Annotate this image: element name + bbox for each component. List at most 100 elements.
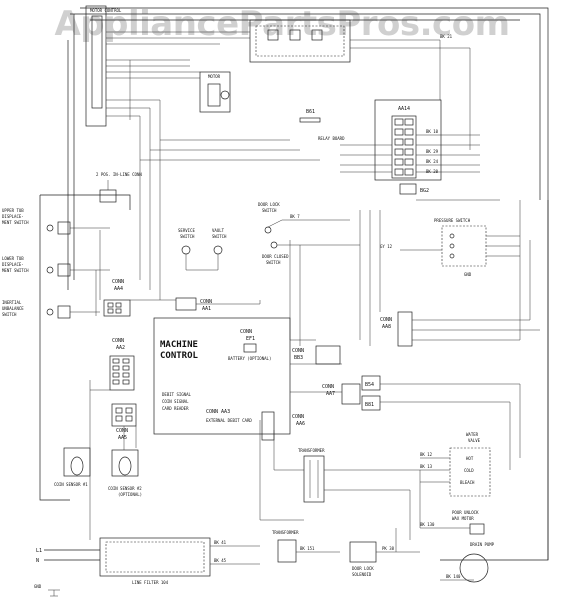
conn-aa6-label: CONN — [292, 414, 304, 420]
svg-text:CONTROL: CONTROL — [160, 351, 199, 361]
wire-tag-bk24: BK 24 — [426, 159, 439, 164]
conn-aa4-label: CONN — [112, 279, 124, 285]
motor-control-board: MOTOR CONTROL — [85, 5, 320, 161]
b61-component: B61 — [299, 109, 321, 123]
svg-text:DISPLACE-: DISPLACE- — [2, 262, 24, 267]
svg-text:GND: GND — [464, 272, 472, 277]
svg-text:VALVE: VALVE — [468, 438, 481, 443]
svg-text:UNBALANCE: UNBALANCE — [2, 306, 24, 311]
machine-control-board: MACHINE CONTROL CONN EF1 BATTERY (OPTION… — [153, 317, 291, 435]
wire-tag-bk140: BK 140 — [446, 574, 461, 579]
motor-assembly: MOTOR — [199, 71, 231, 113]
conn-aa2-label: CONN — [112, 338, 124, 344]
door-closed-label: DOOR CLOSED — [262, 254, 289, 259]
bg2-component: BG2 — [399, 183, 500, 201]
b81-component: B81 — [361, 395, 381, 411]
door-lock-switch-label: DOOR LOCK — [258, 202, 280, 207]
b54-component: B54 — [361, 375, 381, 391]
debit-line-1: DEBIT SIGNAL — [162, 392, 191, 397]
wire-tag-bk20: BK 20 — [426, 169, 439, 174]
relay-board-label: RELAY BOARD — [318, 136, 345, 141]
lower-tub-displacement-switch: LOWER TUB DISPLACE- MENT SWITCH — [2, 256, 110, 277]
hot-label: HOT — [466, 456, 474, 461]
transformer-secondary: TRANSFORMER BK 151 — [272, 530, 340, 563]
coin-sensor-1: COIN SENSOR #1 — [54, 447, 91, 487]
coin-sensor-2: COIN SENSOR #2 (OPTIONAL) — [108, 449, 142, 497]
wire-tag-bk12: BK 12 — [420, 452, 433, 457]
b81-label: B81 — [365, 402, 374, 408]
conn-aa6: CONN AA6 — [261, 411, 305, 441]
drain-pump-label: DRAIN PUMP — [470, 542, 495, 547]
wax-motor-label: POUR UNLOCK — [452, 510, 479, 515]
conn-ef1-label: CONN — [240, 329, 252, 335]
wire-tag-bk41: BK 41 — [214, 540, 227, 545]
b61-label: B61 — [306, 109, 315, 115]
pressure-switch: PRESSURE SWITCH GY 12 GND — [380, 218, 520, 277]
transformer-main: TRANSFORMER — [298, 448, 325, 503]
conn-aa8-label: CONN — [380, 317, 392, 323]
conn-aa7-label: CONN — [322, 384, 334, 390]
two-pos-inline-conn: 2 POS. IN-LINE CONN — [96, 172, 142, 203]
svg-text:AA4: AA4 — [114, 286, 123, 292]
machine-control-label: MACHINE — [160, 340, 198, 350]
inertial-label: INERTIAL — [2, 300, 22, 305]
relay-board-aa14: AA14 RELAY BOARD BK 10 BK 29 BK 24 BK 20 — [318, 99, 480, 181]
svg-text:MENT SWITCH: MENT SWITCH — [2, 268, 29, 273]
conn-bb3: CONN BB3 — [292, 345, 341, 365]
solenoid-label: DOOR LOCK — [352, 566, 374, 571]
vault-switch: VAULT SWITCH — [200, 228, 227, 271]
conn-aa5-label: CONN — [116, 428, 128, 434]
svg-text:SOLENOID: SOLENOID — [352, 572, 372, 577]
wire-tag-bk29: BK 29 — [426, 149, 439, 154]
gnd-label: GND — [34, 584, 42, 589]
drain-pump: DRAIN PUMP BK 140 — [440, 542, 495, 583]
conn-aa1: CONN AA1 — [175, 297, 212, 312]
door-lock-switch: DOOR LOCK SWITCH BK 7 — [258, 202, 350, 234]
wire-tag-pk38: PK 38 — [382, 546, 395, 551]
svg-text:SWITCH: SWITCH — [266, 260, 281, 265]
wire-tag-gy12: GY 12 — [380, 244, 393, 249]
svg-text:AA2: AA2 — [116, 345, 125, 351]
svg-text:MENT SWITCH: MENT SWITCH — [2, 220, 29, 225]
upper-tub-displacement-switch: UPPER TUB DISPLACE- MENT SWITCH — [2, 208, 110, 235]
conn-aa7: CONN AA7 — [322, 383, 361, 405]
svg-text:SWITCH: SWITCH — [180, 234, 195, 239]
water-valve: WATER VALVE HOT COLD BLEACH BK 12 BK 13 — [420, 432, 491, 497]
pressure-switch-label: PRESSURE SWITCH — [434, 218, 471, 223]
motor-label: MOTOR — [208, 74, 221, 79]
conn-aa3-label: CONN AA3 — [206, 409, 230, 415]
svg-text:SWITCH: SWITCH — [212, 234, 227, 239]
svg-text:AA8: AA8 — [382, 324, 391, 330]
door-lock-solenoid: DOOR LOCK SOLENOID PK 38 — [349, 528, 420, 577]
wire-tag-bk10: BK 10 — [426, 129, 439, 134]
coin-sensor-2-label: COIN SENSOR #2 — [108, 486, 142, 491]
inertial-unbalance-switch: INERTIAL UNBALANCE SWITCH — [2, 300, 100, 319]
vault-switch-label: VAULT — [212, 228, 225, 233]
wire-tag-bk45: BK 45 — [214, 558, 227, 563]
n-label: N — [36, 558, 39, 564]
motor-control-label: MOTOR CONTROL — [90, 8, 122, 13]
svg-text:SWITCH: SWITCH — [2, 312, 17, 317]
conn-aa1-label: CONN — [200, 299, 212, 305]
power-inlet: L1 N GND — [34, 548, 100, 597]
svg-text:AA6: AA6 — [296, 421, 305, 427]
bleach-label: BLEACH — [460, 480, 475, 485]
bg2-label: BG2 — [420, 188, 429, 194]
coin-sensor-1-label: COIN SENSOR #1 — [54, 482, 88, 487]
wire-tag-bk7: BK 7 — [290, 214, 300, 219]
svg-text:SWITCH: SWITCH — [262, 208, 277, 213]
inline-conn-label: 2 POS. IN-LINE CONN — [96, 172, 142, 177]
wire-tag-bk13: BK 13 — [420, 464, 433, 469]
svg-text:WAX MOTOR: WAX MOTOR — [452, 516, 474, 521]
svg-text:EF1: EF1 — [246, 336, 255, 342]
external-debit-label: EXTERNAL DEBIT CARD — [206, 418, 252, 423]
aa14-label: AA14 — [398, 106, 410, 112]
svg-text:BB3: BB3 — [294, 355, 303, 361]
top-relay-cluster: BK 21 — [249, 19, 470, 63]
b54-label: B54 — [365, 382, 374, 388]
conn-bb3-label: CONN — [292, 348, 304, 354]
wire-tag-bk130: BK 130 — [420, 522, 435, 527]
line-filter-label: LINE FILTER 104 — [132, 580, 169, 585]
svg-text:DISPLACE-: DISPLACE- — [2, 214, 24, 219]
